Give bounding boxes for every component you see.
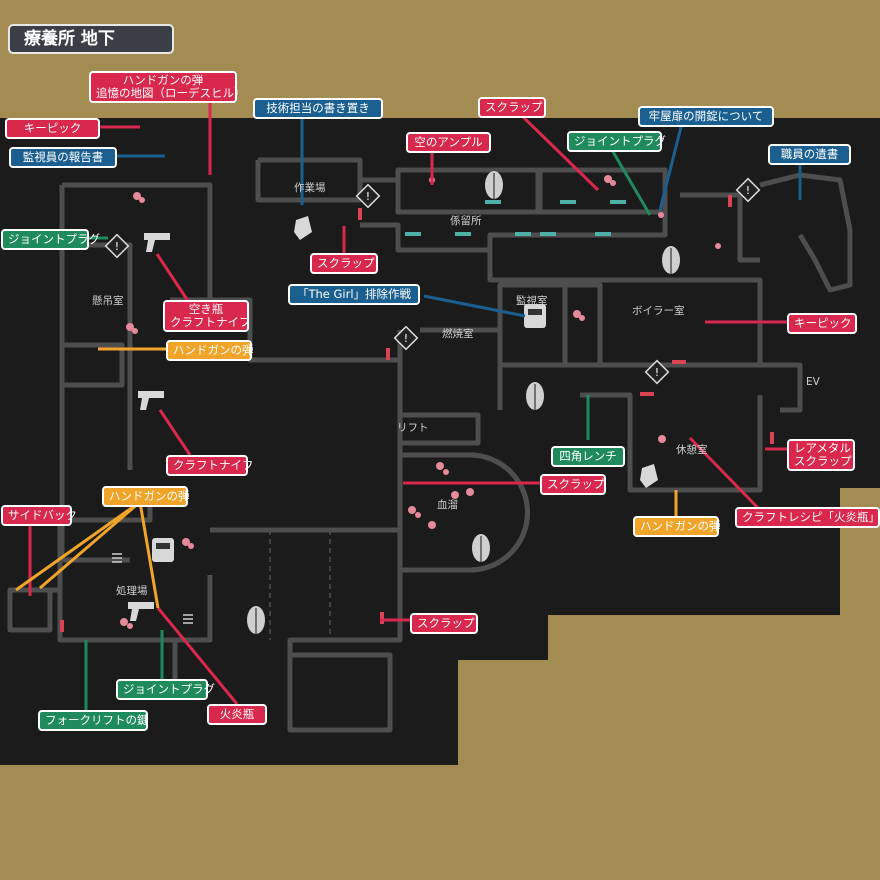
room-tsuritsuri: 懸吊室 bbox=[92, 295, 124, 307]
label-handgun-map: ハンドガンの弾 追憶の地図（ローデスヒル） bbox=[89, 71, 246, 103]
label-the-girl-operation: 「The Girl」排除作戦 bbox=[288, 284, 420, 305]
label-square-wrench: 四角レンチ bbox=[551, 446, 625, 467]
label-jointplug-left: ジョイントプラグ bbox=[1, 229, 100, 250]
room-boiler: ボイラー室 bbox=[632, 305, 685, 317]
room-ev: EV bbox=[806, 376, 820, 388]
label-empty-bottle-line1: 空き瓶 bbox=[188, 302, 224, 316]
label-gijutsu-note: 技術担当の書き置き bbox=[253, 98, 383, 119]
room-kyukei: 休憩室 bbox=[676, 444, 708, 456]
label-craftknife: クラフトナイフ bbox=[166, 455, 254, 476]
room-kanshishitsu: 監視室 bbox=[516, 295, 548, 307]
label-kanshiin-report: 監視員の報告書 bbox=[9, 147, 117, 168]
room-shoriba: 処理場 bbox=[116, 585, 148, 597]
room-shokyaku: 燃焼室 bbox=[442, 328, 474, 340]
svg-text:!: ! bbox=[366, 190, 370, 203]
map-title: 療養所 地下 bbox=[8, 24, 174, 54]
label-keypick-1: キーピック bbox=[5, 118, 100, 139]
label-handgun-map-line2: 追憶の地図（ローデスヒル） bbox=[96, 86, 246, 100]
label-scrap-lower: スクラップ bbox=[540, 474, 606, 495]
label-scrap-mid: スクラップ bbox=[310, 253, 378, 274]
label-staff-will: 職員の遺書 bbox=[768, 144, 851, 165]
svg-text:!: ! bbox=[655, 366, 659, 379]
room-yuketsu: 血溜 bbox=[437, 499, 458, 511]
herb-icon bbox=[247, 171, 680, 634]
leader-lines-green bbox=[84, 149, 652, 712]
label-empty-ampoule: 空のアンプル bbox=[406, 132, 491, 153]
label-raremetal-line2: スクラップ bbox=[794, 454, 852, 468]
svg-text:!: ! bbox=[746, 184, 750, 197]
red-item-cluster-icon bbox=[120, 175, 721, 629]
svg-text:!: ! bbox=[404, 332, 408, 345]
backpack-icon bbox=[152, 304, 546, 562]
label-jointplug-bottom: ジョイントプラグ bbox=[116, 679, 215, 700]
room-koryusho: 係留所 bbox=[450, 215, 482, 227]
leader-lines-blue bbox=[110, 115, 802, 318]
dashed-walls bbox=[210, 529, 400, 640]
label-handgun-map-line1: ハンドガンの弾 bbox=[122, 73, 204, 87]
label-empty-bottle: 空き瓶 クラフトナイフ bbox=[163, 300, 251, 332]
label-empty-bottle-line2: クラフトナイフ bbox=[170, 315, 251, 329]
label-craftrecipe-molotov: クラフトレシピ「火炎瓶」 bbox=[735, 507, 880, 528]
label-scrap-bottom: スクラップ bbox=[410, 613, 478, 634]
label-raremetal-line1: レアメタル bbox=[794, 441, 851, 455]
svg-text:!: ! bbox=[115, 240, 119, 253]
label-handgun-mid: ハンドガンの弾 bbox=[166, 340, 254, 361]
label-keypick-2: キーピック bbox=[787, 313, 857, 334]
label-jointplug-top: ジョイントプラグ bbox=[567, 131, 666, 152]
label-raremetal-scrap: レアメタル スクラップ bbox=[787, 439, 855, 471]
label-forklift-key: フォークリフトの鍵 bbox=[38, 710, 149, 731]
leader-lines-red bbox=[28, 100, 790, 705]
label-cell-door-unlock: 牢屋扉の開錠について bbox=[638, 106, 774, 127]
handgun-icon bbox=[128, 233, 170, 621]
leader-lines-orange bbox=[15, 347, 678, 609]
doors bbox=[60, 195, 774, 632]
label-handgun-lower: ハンドガンの弾 bbox=[102, 486, 190, 507]
label-sidebag: サイドバック bbox=[1, 505, 77, 526]
room-lift: リフト bbox=[397, 422, 429, 434]
stairs-icon bbox=[112, 553, 193, 624]
typewriter-icon bbox=[294, 216, 658, 488]
exclamation-diamond-icon: ! ! ! ! ! bbox=[104, 177, 761, 385]
room-sagyoba: 作業場 bbox=[294, 182, 326, 194]
label-scrap-top: スクラップ bbox=[478, 97, 546, 118]
label-handgun-right: ハンドガンの弾 bbox=[633, 516, 721, 537]
label-molotov: 火炎瓶 bbox=[207, 704, 267, 725]
